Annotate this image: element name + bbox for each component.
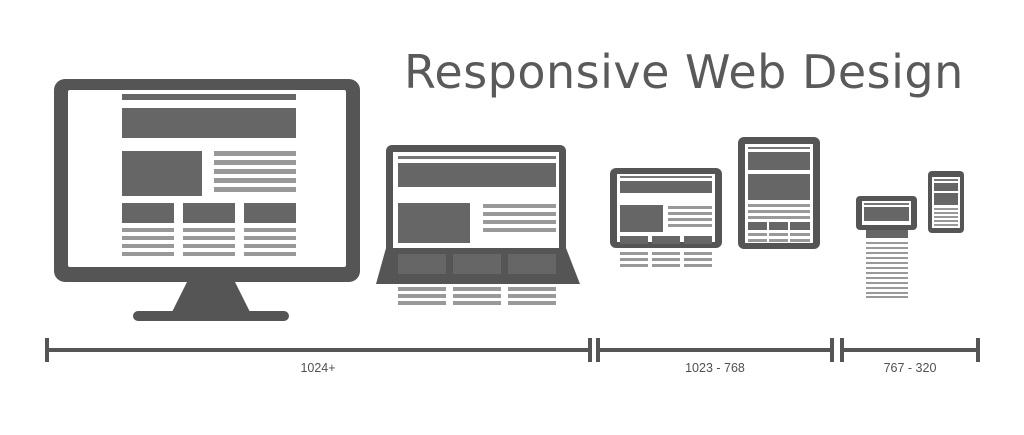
range-label-mobile: 767 - 320 — [884, 361, 937, 375]
phone-landscape-icon — [856, 196, 917, 298]
tablet-portrait-icon — [738, 137, 820, 249]
desktop-monitor-icon — [54, 79, 360, 321]
range-bar-tablet — [596, 338, 834, 362]
range-bar-mobile — [840, 338, 980, 362]
laptop-icon — [376, 145, 580, 305]
range-bar-desktop — [45, 338, 592, 362]
phone-portrait-icon — [928, 171, 964, 233]
range-label-desktop: 1024+ — [300, 361, 335, 375]
diagram-title: Responsive Web Design — [404, 45, 964, 99]
tablet-landscape-icon — [610, 168, 722, 267]
range-label-tablet: 1023 - 768 — [685, 361, 745, 375]
